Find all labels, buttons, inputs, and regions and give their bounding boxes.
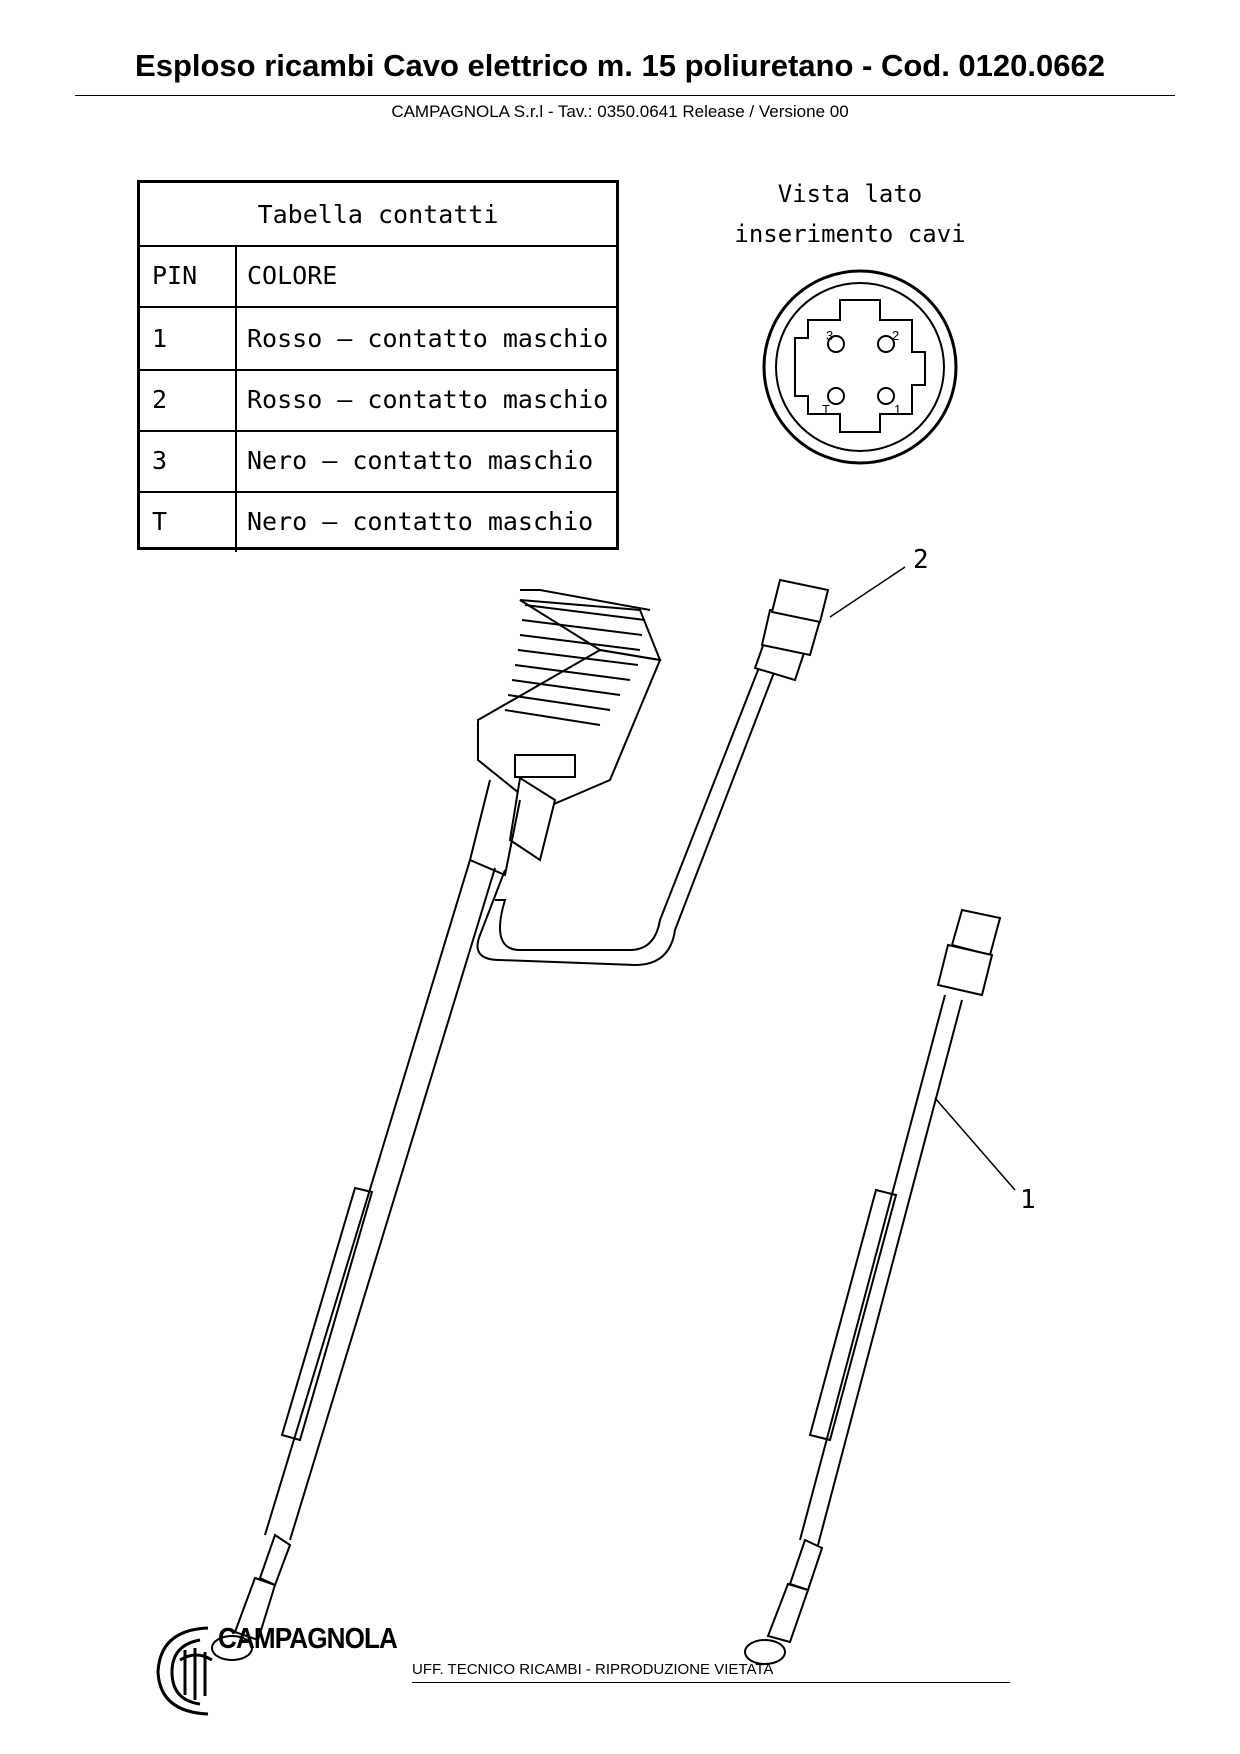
- leader-line-1: [934, 1097, 1016, 1191]
- regulator-assembly: [468, 589, 662, 877]
- table-header-row: PIN COLORE: [140, 245, 616, 308]
- campagnola-logo: [156, 1626, 213, 1716]
- header-pin: PIN: [140, 245, 237, 306]
- table-row: 2 Rosso – contatto maschio: [140, 369, 616, 432]
- connector-face-view: 3 2 T 1: [762, 269, 958, 465]
- color-cell: Rosso – contatto maschio: [247, 385, 609, 414]
- header-color: COLORE: [247, 261, 338, 290]
- pin-t-label: T: [822, 402, 830, 417]
- cable-assembly-2: [211, 578, 830, 1661]
- pin-2-label: 2: [892, 328, 899, 343]
- pin-cell: 3: [140, 430, 237, 491]
- table-row: 3 Nero – contatto maschio: [140, 430, 616, 493]
- pin-cell: T: [140, 491, 237, 552]
- footer-brand: CAMPAGNOLA: [218, 1623, 398, 1655]
- table-row: 1 Rosso – contatto maschio: [140, 308, 616, 371]
- connector-view-label: Vista lato inserimento cavi: [720, 174, 980, 254]
- footer-divider: [412, 1682, 1010, 1683]
- title-divider: [75, 95, 1175, 96]
- pin-cell: 2: [140, 369, 237, 430]
- color-cell: Rosso – contatto maschio: [247, 324, 609, 353]
- callout-2: 2: [913, 545, 929, 575]
- pin-3-label: 3: [826, 328, 833, 343]
- view-label-line2: inserimento cavi: [734, 220, 966, 248]
- color-cell: Nero – contatto maschio: [247, 446, 594, 475]
- callout-1: 1: [1020, 1185, 1036, 1215]
- cable-assembly-1: [744, 908, 1002, 1665]
- contact-table: Tabella contatti PIN COLORE 1 Rosso – co…: [137, 180, 619, 552]
- view-label-line1: Vista lato: [777, 180, 923, 208]
- page-title: Esploso ricambi Cavo elettrico m. 15 pol…: [135, 48, 1105, 83]
- color-cell: Nero – contatto maschio: [247, 507, 594, 536]
- pin-1-label: 1: [894, 402, 901, 417]
- footer-note: UFF. TECNICO RICAMBI - RIPRODUZIONE VIET…: [412, 1661, 774, 1678]
- pin-cell: 1: [140, 308, 237, 369]
- table-row: T Nero – contatto maschio: [140, 491, 616, 552]
- leader-line-2: [829, 566, 906, 618]
- page-subtitle: CAMPAGNOLA S.r.l - Tav.: 0350.0641 Relea…: [391, 102, 849, 121]
- table-title: Tabella contatti: [140, 183, 616, 247]
